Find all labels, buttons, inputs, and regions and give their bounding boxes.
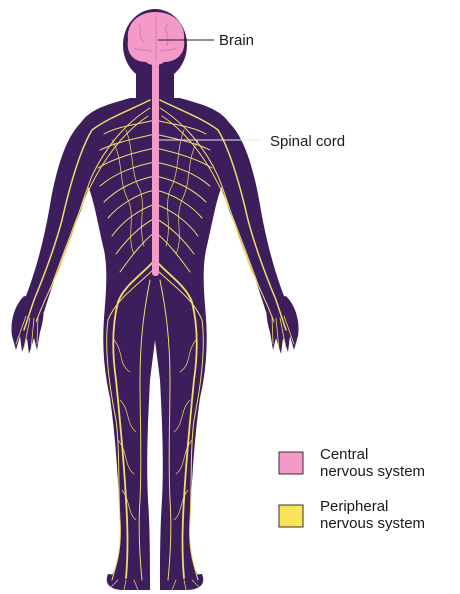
legend-label-central-line2: nervous system [320,463,425,480]
legend: Central nervous system Peripheral nervou… [279,446,425,532]
legend-label-central-line1: Central [320,446,368,463]
legend-swatch-central [279,452,303,474]
brain-label: Brain [219,32,254,49]
spinal-cord [152,60,159,276]
legend-label-peripheral-line2: nervous system [320,515,425,532]
legend-item-central: Central nervous system [279,446,425,480]
legend-label-peripheral-line1: Peripheral [320,498,388,515]
legend-item-peripheral: Peripheral nervous system [279,498,425,532]
spinal-cord-label: Spinal cord [270,133,345,150]
legend-swatch-peripheral [279,505,303,527]
